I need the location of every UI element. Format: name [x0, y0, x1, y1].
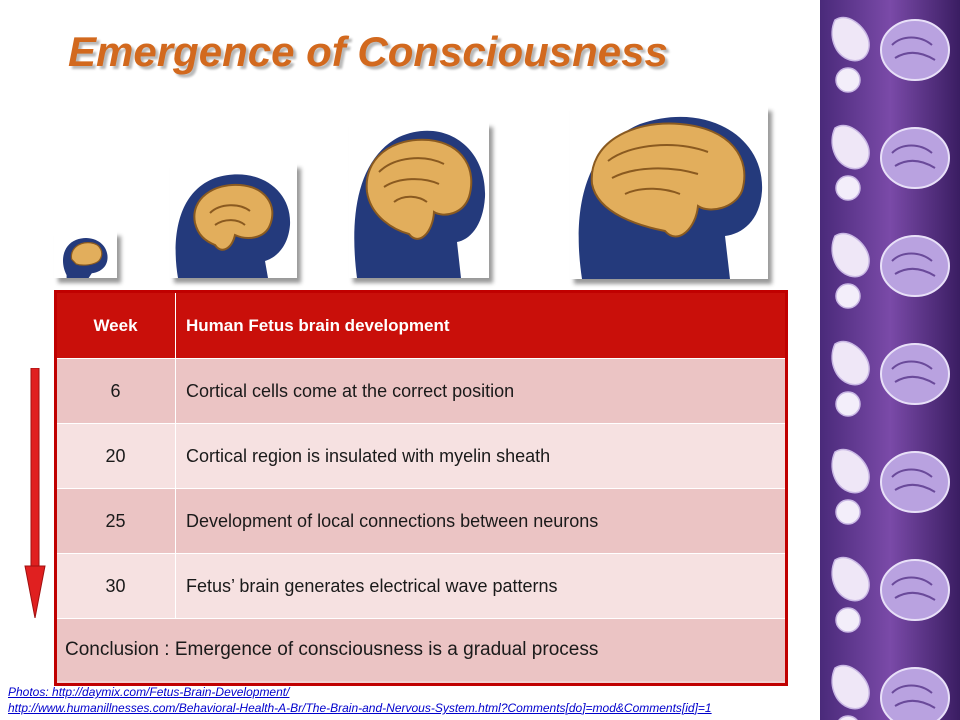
row-week: 25 [57, 488, 176, 554]
credit-link-1[interactable]: Photos: http://daymix.com/Fetus-Brain-De… [8, 685, 290, 699]
brain-week-30-image [570, 106, 768, 279]
photo-credits: Photos: http://daymix.com/Fetus-Brain-De… [8, 684, 712, 716]
development-table: Week Human Fetus brain development 6 Cor… [54, 290, 788, 686]
timeline-arrow [24, 367, 46, 619]
row-week: 6 [57, 358, 176, 424]
row-week: 20 [57, 423, 176, 489]
row-text: Development of local connections between… [175, 488, 785, 554]
decorative-sidebar-image [820, 0, 960, 720]
row-week: 30 [57, 553, 176, 619]
table-row: 30 Fetus’ brain generates electrical wav… [57, 553, 785, 619]
table-row: 25 Development of local connections betw… [57, 488, 785, 554]
row-text: Fetus’ brain generates electrical wave p… [175, 553, 785, 619]
row-text: Cortical region is insulated with myelin… [175, 423, 785, 489]
table-row: 20 Cortical region is insulated with mye… [57, 423, 785, 489]
table-header-row: Week Human Fetus brain development [57, 293, 785, 359]
header-week: Week [57, 293, 176, 359]
conclusion-text: Conclusion : Emergence of consciousness … [57, 618, 785, 681]
brain-week-25-image [349, 122, 489, 278]
slide-title: Emergence of Consciousness [68, 28, 668, 75]
header-development: Human Fetus brain development [175, 293, 785, 359]
row-text: Cortical cells come at the correct posit… [175, 358, 785, 424]
brain-week-6-image [54, 231, 117, 278]
table-row: 6 Cortical cells come at the correct pos… [57, 358, 785, 424]
conclusion-row: Conclusion : Emergence of consciousness … [57, 618, 785, 681]
credit-link-2[interactable]: http://www.humanillnesses.com/Behavioral… [8, 701, 712, 715]
brain-week-20-image [170, 163, 297, 278]
